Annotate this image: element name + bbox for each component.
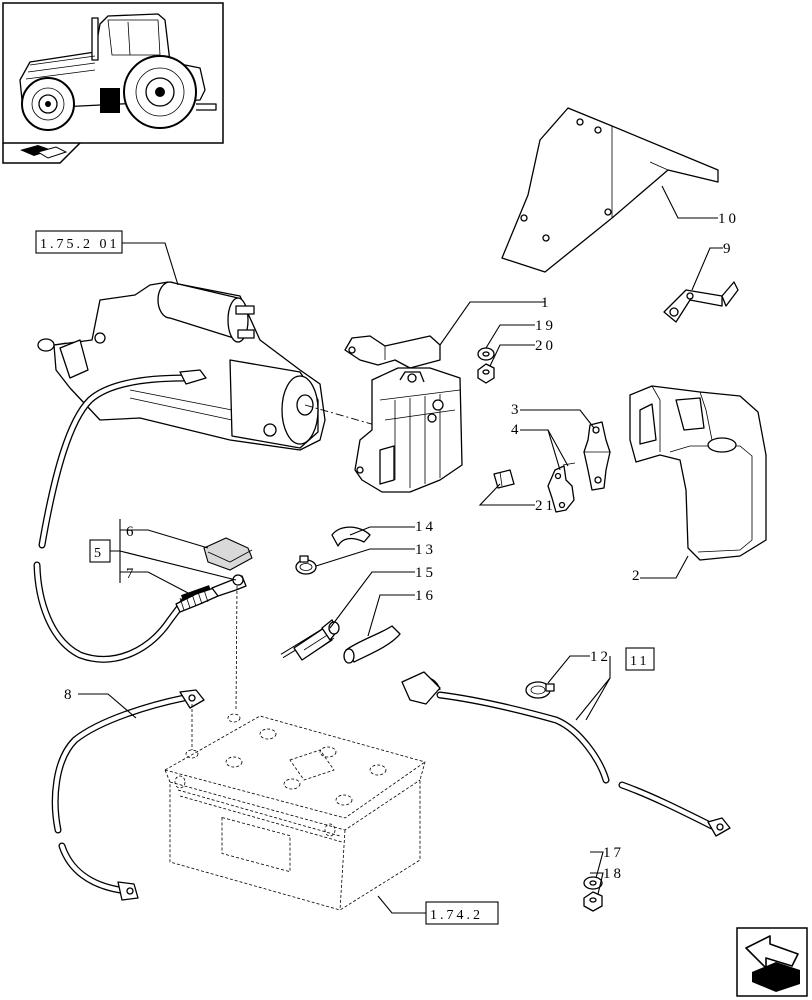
bracket-part-9 — [663, 281, 739, 323]
callout-16: 16 — [415, 588, 436, 604]
boot-part-16 — [343, 625, 401, 664]
callout-8: 8 — [64, 687, 75, 703]
callout-6: 6 — [126, 524, 137, 540]
callout-20: 20 — [535, 338, 556, 354]
assembly-line — [235, 585, 238, 711]
callout-labels: 1 2 3 4 6 7 8 9 10 12 13 14 15 16 17 18 … — [64, 211, 739, 882]
front-wheel — [21, 77, 75, 131]
clip-part-14 — [331, 526, 371, 547]
next-page-arrow-icon[interactable] — [736, 927, 808, 997]
callout-2: 2 — [632, 568, 643, 584]
callout-9: 9 — [723, 241, 734, 257]
washer-part-17 — [583, 876, 603, 890]
rear-wheel — [123, 55, 197, 129]
mini-fuse-part-21 — [493, 469, 515, 489]
terminal-part-15 — [280, 619, 340, 661]
fuse-box-part-1 — [344, 335, 463, 493]
callout-12: 12 — [590, 649, 611, 665]
callout-4: 4 — [511, 422, 522, 438]
kit-box-11: 11 — [625, 647, 655, 671]
kit-box-5: 5 — [89, 539, 111, 563]
callout-14: 14 — [415, 519, 436, 535]
bracket-part-10 — [501, 107, 719, 273]
callout-7: 7 — [126, 566, 137, 582]
cable-part-8 — [51, 689, 205, 901]
assembly-line — [304, 404, 376, 426]
nut-part-20 — [477, 363, 495, 384]
callout-10: 10 — [718, 211, 739, 227]
reference-battery-text: 1.74.2 — [430, 908, 483, 923]
callout-13: 13 — [415, 542, 436, 558]
kit-11-text: 11 — [630, 654, 649, 669]
callout-1: 1 — [541, 295, 552, 311]
book-icon — [20, 145, 68, 159]
callout-15: 15 — [415, 565, 436, 581]
fuse-part-4 — [547, 462, 576, 513]
cable-part-11 — [401, 671, 731, 837]
tractor-thumbnail — [2, 2, 224, 164]
cable-part-7 — [175, 574, 247, 613]
callout-18: 18 — [603, 866, 624, 882]
terminal-cap-part-6 — [203, 537, 253, 571]
callout-17: 17 — [603, 845, 624, 861]
nut-part-18 — [583, 891, 603, 912]
cover-part-2 — [629, 385, 767, 561]
clamp-part-13 — [295, 555, 317, 575]
starter-cable — [33, 369, 207, 663]
kit-5-text: 5 — [94, 546, 104, 561]
callout-3: 3 — [511, 402, 522, 418]
starter-motor — [37, 281, 326, 451]
callout-21: 21 — [535, 498, 556, 514]
callout-19: 19 — [535, 318, 556, 334]
reference-box-battery: 1.74.2 — [425, 901, 499, 925]
clamp-part-12 — [525, 681, 555, 699]
battery — [164, 713, 426, 911]
reference-starter-text: 1.75.2 01 — [40, 237, 120, 252]
reference-box-starter: 1.75.2 01 — [35, 230, 123, 254]
fuse-part-3 — [583, 421, 611, 491]
washer-part-19 — [477, 347, 495, 361]
leader-lines — [78, 185, 723, 914]
